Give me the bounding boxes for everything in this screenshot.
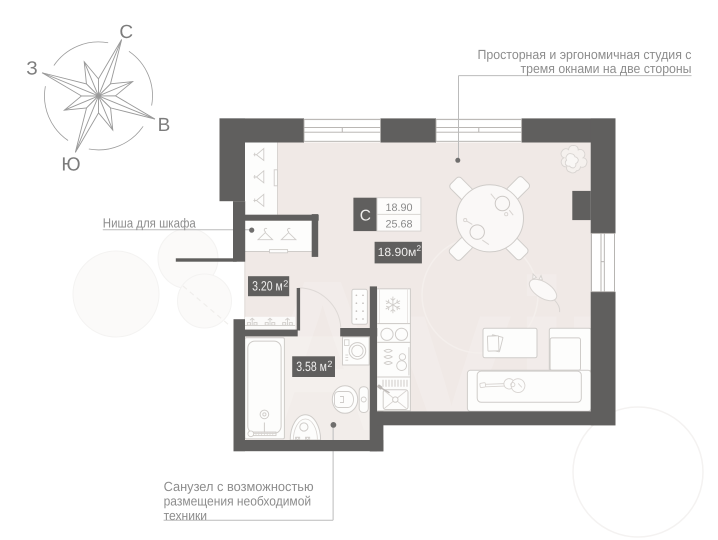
svg-text:Avito: Avito [245, 235, 718, 476]
svg-text:Просторная и эргономичная студ: Просторная и эргономичная студия с [478, 47, 692, 62]
svg-text:техники: техники [164, 508, 208, 523]
svg-text:25.68: 25.68 [385, 218, 412, 230]
svg-text:размещения необходимой: размещения необходимой [164, 494, 312, 509]
svg-text:2: 2 [283, 279, 288, 289]
svg-text:В: В [158, 115, 171, 136]
svg-text:тремя окнами на две стороны: тремя окнами на две стороны [521, 61, 692, 76]
svg-text:2: 2 [327, 359, 332, 369]
svg-text:18.90: 18.90 [385, 202, 412, 214]
svg-text:С: С [119, 22, 133, 43]
svg-text:Санузел с возможностью: Санузел с возможностью [164, 479, 314, 494]
svg-text:2: 2 [417, 244, 422, 253]
svg-text:3.20 м: 3.20 м [252, 279, 283, 294]
svg-text:18.90м: 18.90м [378, 245, 417, 259]
svg-text:Ю: Ю [61, 154, 80, 175]
svg-text:З: З [26, 58, 37, 79]
svg-text:3.58 м: 3.58 м [296, 359, 327, 374]
svg-text:Ниша для шкафа: Ниша для шкафа [103, 216, 197, 231]
svg-text:С: С [360, 208, 371, 225]
